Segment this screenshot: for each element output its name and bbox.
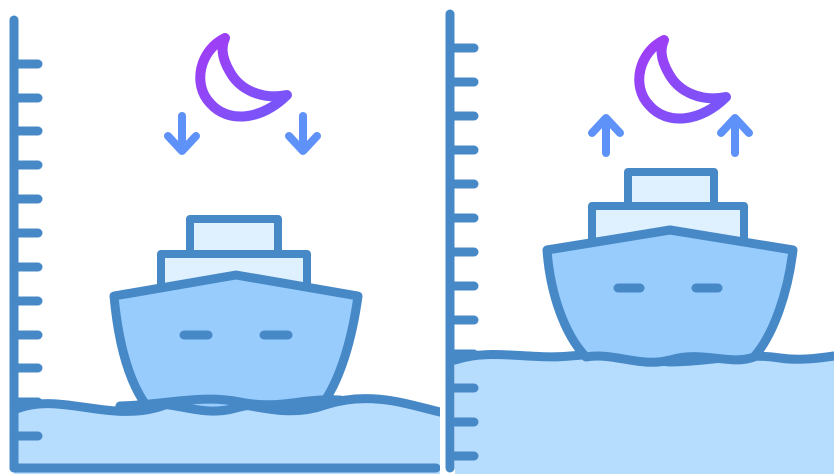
- high-tide-scene: [445, 9, 834, 474]
- arrow-up-icon: [717, 114, 753, 157]
- moon-icon: [634, 35, 731, 124]
- ship-icon: [109, 215, 363, 416]
- water-wave-icon: [450, 350, 834, 474]
- moon-icon: [195, 33, 292, 122]
- high-tide-panel: [440, 0, 834, 474]
- ruler-scale-icon: [445, 9, 479, 473]
- low-tide-scene: [9, 15, 440, 474]
- arrow-down-icon: [164, 112, 200, 155]
- ruler-scale-icon: [9, 15, 440, 473]
- ship-icon: [542, 168, 798, 367]
- waterline: [115, 394, 345, 411]
- arrow-down-icon: [285, 112, 321, 155]
- low-tide-panel: [9, 15, 440, 474]
- arrow-up-icon: [588, 114, 624, 157]
